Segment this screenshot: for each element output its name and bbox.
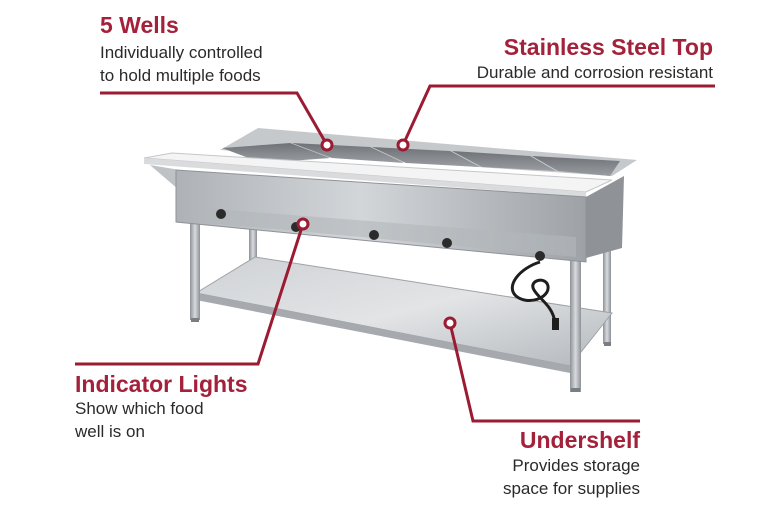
callout-undershelf-desc-1: Provides storage (512, 456, 640, 475)
callout-wells-title: 5 Wells (100, 12, 179, 38)
callout-top-title: Stainless Steel Top (503, 34, 713, 60)
front-left-leg (190, 220, 200, 320)
well-3 (372, 147, 480, 167)
dot-wells (320, 138, 334, 152)
dot-lights (296, 217, 310, 231)
undershelf-edge (196, 293, 570, 373)
undershelf (194, 256, 613, 367)
leader-lights (75, 223, 305, 366)
leader-undershelf (448, 322, 640, 423)
front-right-leg (570, 260, 581, 392)
well-2 (292, 143, 404, 163)
leader-wells (100, 91, 329, 146)
callout-lights-desc-1: Show which food (75, 399, 204, 418)
callout-wells-desc-2: to hold multiple foods (100, 66, 261, 85)
well-5 (532, 156, 620, 176)
callout-undershelf-desc-2: space for supplies (502, 479, 640, 498)
front-panel-lower (200, 208, 576, 257)
cutting-board-edge (144, 158, 586, 197)
control-knobs (216, 209, 545, 261)
callout-wells-desc-1: Individually controlled (100, 43, 263, 62)
dot-undershelf (443, 316, 457, 330)
side-panel (586, 176, 624, 258)
callout-undershelf-title: Undershelf (519, 427, 640, 453)
well-4 (452, 151, 556, 171)
back-right-leg (603, 232, 611, 344)
callout-top-desc-1: Durable and corrosion resistant (476, 63, 713, 82)
power-cord (510, 260, 557, 323)
callout-lights-title: Indicator Lights (75, 371, 248, 397)
dot-top (396, 138, 410, 152)
leader-top (401, 84, 715, 146)
callout-lights-desc-2: well is on (75, 422, 145, 441)
